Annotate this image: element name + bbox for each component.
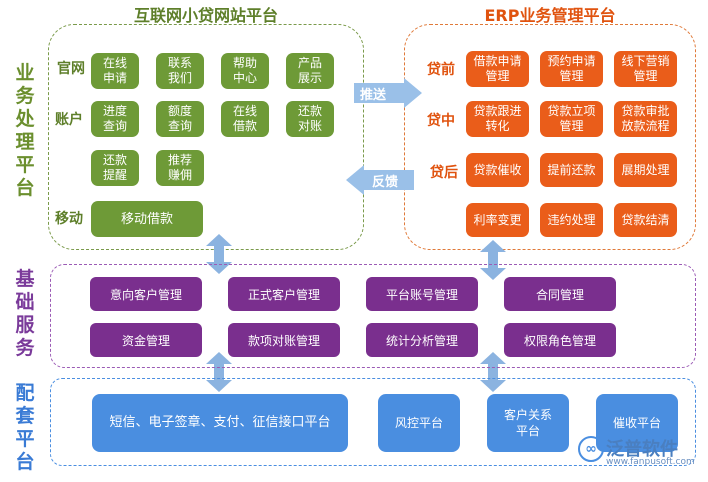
button-help-center[interactable]: 帮助 中心 bbox=[221, 53, 269, 89]
button-offline-marketing-mgmt[interactable]: 线下营销 管理 bbox=[614, 51, 677, 87]
button-product-display[interactable]: 产品 展示 bbox=[286, 53, 334, 89]
button-loan-application-mgmt[interactable]: 借款申请 管理 bbox=[466, 51, 529, 87]
button-repay-reconcile[interactable]: 还款 对账 bbox=[286, 101, 334, 137]
push-label: 推送 bbox=[360, 88, 387, 103]
website-platform-title: 互联网小贷网站平台 bbox=[133, 6, 278, 25]
up-down-arrow-icon bbox=[480, 240, 506, 280]
basic-service-item[interactable]: 正式客户管理 bbox=[228, 277, 340, 311]
basic-service-item[interactable]: 合同管理 bbox=[504, 277, 616, 311]
basic-service-item[interactable]: 资金管理 bbox=[90, 323, 202, 357]
basic-services-panel bbox=[50, 264, 696, 368]
brand-url: www.fanpusoft.com bbox=[606, 457, 695, 467]
button-loan-project-mgmt[interactable]: 贷款立项 管理 bbox=[540, 101, 603, 137]
basic-services-label: 基础服务 bbox=[15, 268, 35, 359]
button-loan-collection[interactable]: 贷款催收 bbox=[466, 153, 529, 187]
button-limit-query[interactable]: 额度 查询 bbox=[156, 101, 204, 137]
feedback-label: 反馈 bbox=[372, 175, 399, 190]
feedback-arrow-icon bbox=[346, 165, 414, 195]
button-progress-query[interactable]: 进度 查询 bbox=[91, 101, 139, 137]
button-loan-settlement[interactable]: 贷款结清 bbox=[614, 203, 677, 237]
button-default-handling[interactable]: 违约处理 bbox=[540, 203, 603, 237]
basic-service-item[interactable]: 款项对账管理 bbox=[228, 323, 340, 357]
row-label-account: 账户 bbox=[55, 112, 83, 128]
brand-name: 泛普软件 bbox=[606, 439, 678, 460]
support-crm-platform[interactable]: 客户关系 平台 bbox=[487, 394, 569, 452]
button-repay-reminder[interactable]: 还款 提醒 bbox=[91, 150, 139, 186]
website-platform-panel bbox=[48, 24, 364, 250]
push-arrow-icon bbox=[354, 78, 422, 108]
up-down-arrow-icon bbox=[480, 352, 506, 392]
button-appointment-mgmt[interactable]: 预约申请 管理 bbox=[540, 51, 603, 87]
button-referral-commission[interactable]: 推荐 赚佣 bbox=[156, 150, 204, 186]
support-collection-platform[interactable]: 催收平台 bbox=[596, 394, 678, 452]
button-online-apply[interactable]: 在线 申请 bbox=[91, 53, 139, 89]
row-label-in-loan: 贷中 bbox=[427, 113, 455, 129]
erp-platform-panel bbox=[404, 24, 696, 250]
row-label-mobile: 移动 bbox=[55, 211, 83, 227]
basic-service-item[interactable]: 统计分析管理 bbox=[366, 323, 478, 357]
button-loan-followup[interactable]: 贷款跟进 转化 bbox=[466, 101, 529, 137]
button-contact-us[interactable]: 联系 我们 bbox=[156, 53, 204, 89]
button-early-repayment[interactable]: 提前还款 bbox=[540, 153, 603, 187]
button-loan-approval-flow[interactable]: 贷款审批 放款流程 bbox=[614, 101, 677, 137]
brand-logo-icon: ∞ bbox=[578, 436, 604, 462]
row-label-website: 官网 bbox=[57, 61, 85, 77]
button-extension-handling[interactable]: 展期处理 bbox=[614, 153, 677, 187]
row-label-post-loan: 贷后 bbox=[430, 165, 458, 181]
business-platform-label: 业务处理平台 bbox=[15, 62, 35, 199]
erp-platform-title: ERP业务管理平台 bbox=[484, 6, 616, 25]
support-platform-label: 配套平台 bbox=[15, 382, 35, 473]
row-label-pre-loan: 贷前 bbox=[427, 62, 455, 78]
basic-service-item[interactable]: 意向客户管理 bbox=[90, 277, 202, 311]
support-risk-platform[interactable]: 风控平台 bbox=[378, 394, 460, 452]
basic-service-item[interactable]: 平台账号管理 bbox=[366, 277, 478, 311]
button-online-borrow[interactable]: 在线 借款 bbox=[221, 101, 269, 137]
button-mobile-borrow[interactable]: 移动借款 bbox=[91, 201, 203, 237]
support-platform-panel bbox=[50, 378, 696, 466]
button-rate-change[interactable]: 利率变更 bbox=[466, 203, 529, 237]
support-interface-platform[interactable]: 短信、电子签章、支付、征信接口平台 bbox=[92, 394, 348, 452]
basic-service-item[interactable]: 权限角色管理 bbox=[504, 323, 616, 357]
up-down-arrow-icon bbox=[206, 352, 232, 392]
